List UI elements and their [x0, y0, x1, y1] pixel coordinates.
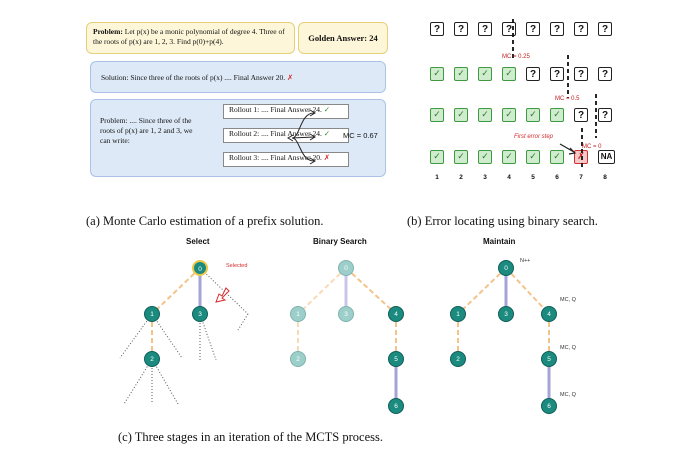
tree-node: 5 — [541, 351, 557, 367]
rollout-2: Rollout 2: .... Final Answer 24. ✓ — [223, 128, 349, 143]
cross-icon: ✗ — [323, 153, 331, 162]
na-box: NA — [598, 150, 615, 164]
cross-icon: ✗ — [287, 73, 294, 82]
first-error-label: First error step — [514, 134, 554, 140]
tree-node: 3 — [192, 306, 208, 322]
caption-c: (c) Three stages in an iteration of the … — [118, 430, 383, 444]
check-box: ✓ — [550, 108, 564, 122]
question-box: ? — [550, 67, 564, 81]
question-box: ? — [526, 22, 540, 36]
stage-select: Select — [186, 237, 210, 246]
check-box: ✓ — [526, 150, 540, 164]
tree-node: 3 — [498, 306, 514, 322]
step-index: 5 — [531, 174, 535, 181]
golden-answer: Golden Answer: 24 — [308, 33, 378, 43]
question-box: ? — [574, 67, 588, 81]
question-box: ? — [526, 67, 540, 81]
check-box: ✓ — [550, 150, 564, 164]
question-box: ? — [574, 108, 588, 122]
rollout-3: Rollout 3: .... Final Answer 20. ✗ — [223, 152, 349, 167]
check-box: ✓ — [454, 108, 468, 122]
golden-answer-box: Golden Answer: 24 — [298, 22, 388, 54]
tree-node: 4 — [388, 306, 404, 322]
tree-node: 2 — [144, 351, 160, 367]
check-box: ✓ — [478, 108, 492, 122]
check-box: ✓ — [430, 67, 444, 81]
tree-node: 1 — [290, 306, 306, 322]
cross-box: ✗ — [574, 150, 588, 164]
question-box: ? — [550, 22, 564, 36]
mc-row4: MC = 0 — [582, 144, 602, 150]
question-box: ? — [598, 108, 612, 122]
check-box: ✓ — [478, 150, 492, 164]
check-box: ✓ — [502, 150, 516, 164]
question-box: ? — [598, 22, 612, 36]
check-box: ✓ — [478, 67, 492, 81]
question-box: ? — [574, 22, 588, 36]
mc-row2: MC = 0.5 — [555, 96, 580, 102]
caption-b: (b) Error locating using binary search. — [407, 214, 598, 228]
step-index: 6 — [555, 174, 559, 181]
mc-value: MC = 0.67 — [343, 131, 378, 140]
n-increment: N++ — [520, 258, 531, 264]
tree-node: 6 — [388, 398, 404, 414]
check-icon: ✓ — [323, 129, 331, 138]
prefix-box: Problem: .... Since three of the roots o… — [90, 99, 386, 177]
mc-row1: MC = 0.25 — [502, 54, 530, 60]
problem-text: Problem: Let p(x) be a monic polynomial … — [93, 27, 285, 46]
question-box: ? — [478, 22, 492, 36]
check-box: ✓ — [526, 108, 540, 122]
stage-maintain: Maintain — [483, 237, 516, 246]
question-box: ? — [454, 22, 468, 36]
tree-node: 1 — [144, 306, 160, 322]
mc-q-label: MC, Q — [560, 297, 576, 303]
selected-label: Selected — [226, 263, 248, 269]
step-index: 1 — [435, 174, 439, 181]
mc-q-label: MC, Q — [560, 345, 576, 351]
check-icon: ✓ — [323, 105, 331, 114]
tree-node: 1 — [450, 306, 466, 322]
tree-node: 6 — [541, 398, 557, 414]
caption-a: (a) Monte Carlo estimation of a prefix s… — [86, 214, 324, 228]
rollout-1: Rollout 1: .... Final Answer 24. ✓ — [223, 104, 349, 119]
step-index: 3 — [483, 174, 487, 181]
rollout-arrows — [287, 109, 316, 165]
check-box: ✓ — [502, 67, 516, 81]
problem-box: Problem: Let p(x) be a monic polynomial … — [86, 22, 295, 54]
tree-node: 4 — [541, 306, 557, 322]
question-box: ? — [430, 22, 444, 36]
check-box: ✓ — [454, 67, 468, 81]
mc-q-label: MC, Q — [560, 392, 576, 398]
solution-text: Solution: Since three of the roots of p(… — [101, 73, 294, 82]
tree-node: 0 — [498, 260, 514, 276]
prefix-text: Problem: .... Since three of the roots o… — [100, 116, 193, 145]
stage-binary-search: Binary Search — [313, 237, 367, 246]
tree-node: 2 — [450, 351, 466, 367]
check-box: ✓ — [502, 108, 516, 122]
tree-node: 0 — [192, 260, 208, 276]
step-index: 2 — [459, 174, 463, 181]
check-box: ✓ — [430, 108, 444, 122]
question-box: ? — [598, 67, 612, 81]
tree-node: 2 — [290, 351, 306, 367]
tree-node: 3 — [338, 306, 354, 322]
solution-box: Solution: Since three of the roots of p(… — [90, 61, 386, 93]
step-index: 7 — [579, 174, 583, 181]
step-index: 4 — [507, 174, 511, 181]
check-box: ✓ — [430, 150, 444, 164]
tree-node: 5 — [388, 351, 404, 367]
step-index: 8 — [603, 174, 607, 181]
check-box: ✓ — [454, 150, 468, 164]
tree-node: 0 — [338, 260, 354, 276]
